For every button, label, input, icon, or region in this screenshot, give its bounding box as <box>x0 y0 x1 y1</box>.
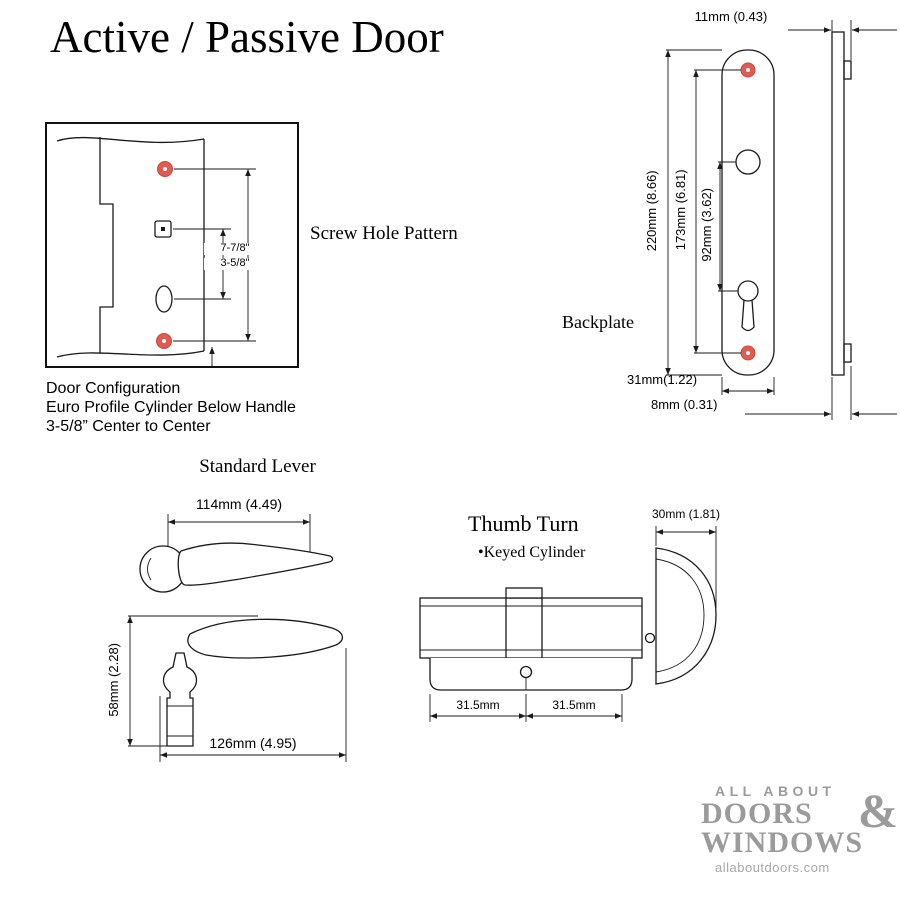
dim-label-half-left: 31.5mm <box>456 698 500 712</box>
dim-label-overall-height: 220mm (8.66) <box>644 170 660 252</box>
thumb-turn-label: Thumb Turn <box>468 511 579 536</box>
note-line-1: Door Configuration <box>46 380 181 397</box>
dim-label-lever-height: 58mm (2.28) <box>106 642 122 717</box>
dim-label-knob-depth: 30mm (1.81) <box>651 507 721 521</box>
dim-label-screw-spacing: 173mm (6.81) <box>673 169 689 251</box>
backplate-drawing <box>665 20 897 420</box>
logo-website-text: allaboutdoors.com <box>715 860 830 875</box>
page-title: Active / Passive Door <box>50 12 444 62</box>
dim-label-overall-length: 126mm (4.95) <box>209 735 297 751</box>
logo-doors-text: DOORS <box>701 797 813 830</box>
note-line-2: Euro Profile Cylinder Below Handle <box>46 399 296 416</box>
note-line-3: 3-5/8” Center to Center <box>46 418 211 435</box>
lever-label: Standard Lever <box>199 456 316 477</box>
logo-all-about-text: ALL ABOUT <box>715 783 836 799</box>
screw-pattern-frame <box>45 122 299 368</box>
dim-label-plate-thickness: 8mm (0.31) <box>651 397 718 412</box>
keyed-cylinder-sublabel: •Keyed Cylinder <box>478 544 586 561</box>
logo-windows-text: WINDOWS <box>701 826 864 859</box>
dim-label-center-partial: 3-5/8" <box>204 257 266 270</box>
backplate-label: Backplate <box>562 312 634 332</box>
logo-ampersand: & <box>858 785 898 838</box>
cylinder-drawing <box>419 526 717 722</box>
lever-side-view <box>127 615 347 762</box>
screw-pattern-caption: Screw Hole Pattern <box>310 223 458 244</box>
dim-label-handle-to-cylinder: 92mm (3.62) <box>699 187 715 262</box>
screw-pattern-drawing <box>56 136 256 368</box>
door-configuration-notes: Door Configuration Euro Profile Cylinder… <box>46 379 296 436</box>
dim-label-plate-width: 31mm(1.22) <box>627 372 698 387</box>
dim-label-center-full: 7-7/8" <box>204 242 266 255</box>
dim-label-grip-length: 114mm (4.49) <box>195 496 283 512</box>
dim-label-tab-width: 11mm (0.43) <box>694 9 768 24</box>
backplate-side-profile <box>831 31 852 376</box>
logo: ALL ABOUT DOORS & WINDOWS allaboutdoors.… <box>698 783 898 875</box>
lever-top-view <box>139 514 334 593</box>
dim-label-half-right: 31.5mm <box>552 698 596 712</box>
